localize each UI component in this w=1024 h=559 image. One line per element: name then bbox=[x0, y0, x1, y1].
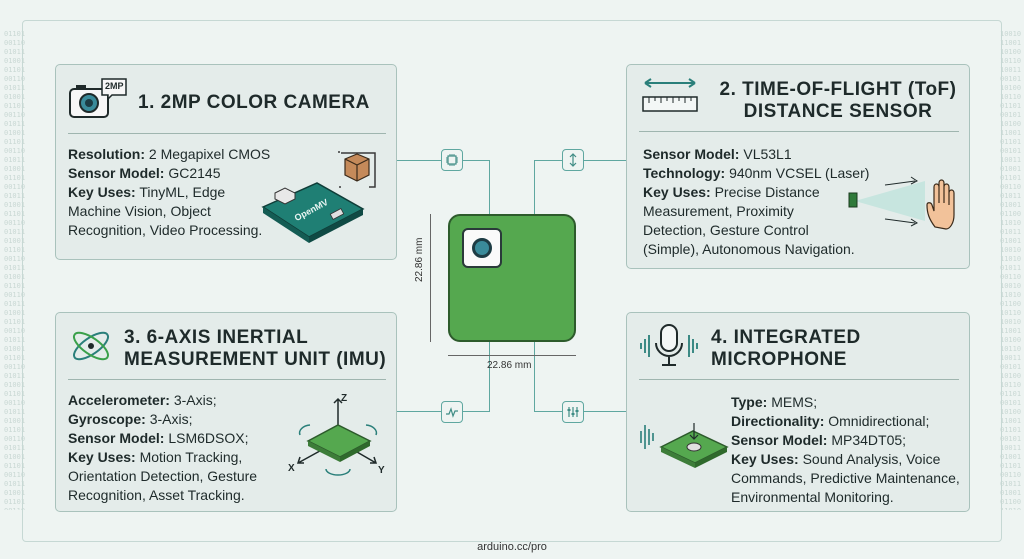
tof-card: 2. TIME-OF-FLIGHT (ToF) DISTANCE SENSOR … bbox=[626, 64, 970, 269]
mic-title-line2: MICROPHONE bbox=[711, 349, 847, 370]
mic-title-line1: 4. INTEGRATED bbox=[711, 327, 861, 348]
vertical-arrows-icon bbox=[562, 149, 584, 171]
chip-icon bbox=[441, 149, 463, 171]
spec-row: Key Uses: Sound Analysis, Voice bbox=[731, 451, 941, 467]
tof-title-line1: 2. TIME-OF-FLIGHT (ToF) bbox=[719, 79, 957, 100]
laser-hand-illustration bbox=[845, 175, 963, 235]
camera-specs: Resolution: 2 Megapixel CMOS Sensor Mode… bbox=[68, 145, 298, 240]
imu-title: 3. 6-AXIS INERTIAL MEASUREMENT UNIT (IMU… bbox=[124, 327, 386, 371]
width-dimension-label: 22.86 mm bbox=[487, 360, 532, 371]
imu-axes-illustration: Z X Y bbox=[286, 391, 392, 481]
divider bbox=[68, 133, 386, 134]
spec-row: Technology: 940nm VCSEL (Laser) bbox=[643, 165, 870, 181]
mic-title: 4. INTEGRATED MICROPHONE bbox=[711, 327, 861, 371]
spec-row: Key Uses: Precise Distance bbox=[643, 184, 820, 200]
spec-row: Directionality: Omnidirectional; bbox=[731, 413, 930, 429]
imu-title-line2: MEASUREMENT UNIT (IMU) bbox=[124, 349, 387, 370]
spec-line: Detection, Gesture Control bbox=[643, 222, 809, 238]
imu-specs: Accelerometer: 3-Axis; Gyroscope: 3-Axis… bbox=[68, 391, 308, 505]
gyro-icon bbox=[68, 323, 114, 369]
divider bbox=[68, 379, 386, 380]
connector-line bbox=[397, 160, 452, 161]
spec-row: Resolution: 2 Megapixel CMOS bbox=[68, 146, 271, 162]
width-dimension-line bbox=[448, 355, 576, 356]
divider bbox=[639, 131, 959, 132]
spec-line: Recognition, Video Processing. bbox=[68, 222, 263, 238]
spec-row: Key Uses: Motion Tracking, bbox=[68, 449, 243, 465]
connector-line bbox=[452, 160, 490, 214]
axis-x-label: X bbox=[288, 463, 295, 474]
binary-decoration-right: 1001011001101001011010011001011010010110… bbox=[1000, 30, 1022, 510]
height-dimension-label: 22.86 mm bbox=[414, 237, 425, 282]
tof-title: 2. TIME-OF-FLIGHT (ToF) DISTANCE SENSOR bbox=[713, 79, 963, 123]
outer-frame bbox=[22, 20, 1002, 542]
microphone-icon bbox=[637, 321, 701, 369]
spec-row: Key Uses: TinyML, Edge bbox=[68, 184, 226, 200]
spec-line: Recognition, Asset Tracking. bbox=[68, 487, 245, 503]
spec-line: Measurement, Proximity bbox=[643, 203, 794, 219]
spec-row: Gyroscope: 3-Axis; bbox=[68, 411, 193, 427]
resolution-badge: 2MP bbox=[105, 81, 124, 91]
spec-line: Environmental Monitoring. bbox=[731, 489, 894, 505]
spec-line: (Simple), Autonomous Navigation. bbox=[643, 241, 855, 257]
camera-card: 2MP 1. 2MP COLOR CAMERA Resolution: 2 Me… bbox=[55, 64, 397, 260]
spec-line: Machine Vision, Object bbox=[68, 203, 211, 219]
camera-icon: 2MP bbox=[68, 77, 128, 121]
footer-url: arduino.cc/pro bbox=[477, 541, 547, 553]
camera-title: 1. 2MP COLOR CAMERA bbox=[138, 92, 370, 113]
spec-row: Sensor Model: VL53L1 bbox=[643, 146, 792, 162]
camera-lens bbox=[472, 238, 492, 258]
sliders-icon bbox=[562, 401, 584, 423]
binary-decoration-left: 0110100110010110100101101001100101101001… bbox=[4, 30, 26, 510]
tof-title-line2: DISTANCE SENSOR bbox=[743, 101, 933, 122]
height-dimension-line bbox=[430, 214, 431, 342]
mic-specs: Type: MEMS; Directionality: Omnidirectio… bbox=[731, 393, 967, 507]
spec-row: Sensor Model: MP34DT05; bbox=[731, 432, 907, 448]
spec-line: Orientation Detection, Gesture bbox=[68, 468, 258, 484]
spec-row: Sensor Model: GC2145 bbox=[68, 165, 221, 181]
axis-z-label: Z bbox=[341, 393, 347, 404]
imu-card: 3. 6-AXIS INERTIAL MEASUREMENT UNIT (IMU… bbox=[55, 312, 397, 512]
board-camera-module bbox=[462, 228, 502, 268]
openmv-board-illustration: OpenMV bbox=[261, 145, 391, 249]
spec-row: Sensor Model: LSM6DSOX; bbox=[68, 430, 249, 446]
nicla-board bbox=[448, 214, 576, 342]
microphone-card: 4. INTEGRATED MICROPHONE Type: MEMS; Dir… bbox=[626, 312, 970, 512]
waveform-icon bbox=[441, 401, 463, 423]
divider bbox=[639, 379, 959, 380]
imu-title-line1: 3. 6-AXIS INERTIAL bbox=[124, 327, 309, 348]
mems-chip-illustration bbox=[639, 403, 731, 473]
spec-row: Accelerometer: 3-Axis; bbox=[68, 392, 217, 408]
tof-specs: Sensor Model: VL53L1 Technology: 940nm V… bbox=[643, 145, 903, 259]
spec-row: Type: MEMS; bbox=[731, 394, 818, 410]
axis-y-label: Y bbox=[378, 465, 385, 476]
ruler-icon bbox=[641, 77, 699, 117]
spec-line: Commands, Predictive Maintenance, bbox=[731, 470, 960, 486]
